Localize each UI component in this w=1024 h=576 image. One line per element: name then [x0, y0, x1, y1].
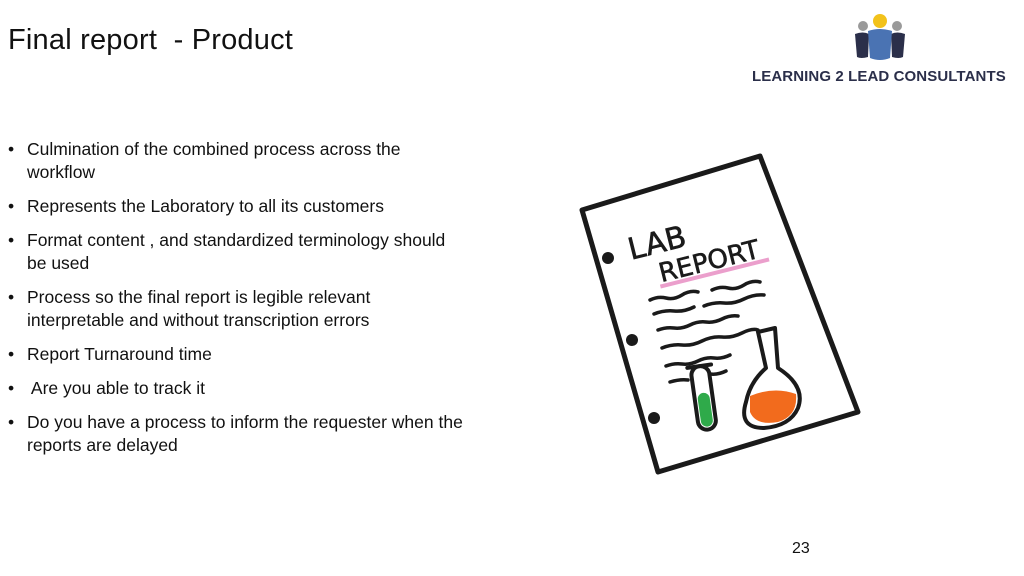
logo-text: LEARNING 2 LEAD CONSULTANTS: [752, 68, 1006, 85]
list-item: •Process so the final report is legible …: [8, 287, 371, 330]
bullet-text: Culmination of the combined process acro…: [27, 139, 401, 182]
slide-title: Final report - Product: [8, 24, 294, 56]
list-item: •Format content , and standardized termi…: [8, 230, 446, 273]
bullet-list: •Culmination of the combined process acr…: [6, 138, 466, 468]
list-item: • Are you able to track it: [8, 378, 206, 398]
lab-report-icon: LAB REPORT: [579, 153, 861, 475]
bullet-text: Format content , and standardized termin…: [27, 230, 446, 273]
bullet-text: Are you able to track it: [27, 378, 206, 398]
list-item: •Culmination of the combined process acr…: [8, 139, 401, 182]
lab-report-illustration: LAB REPORT: [570, 150, 870, 495]
bullet-text: Process so the final report is legible r…: [27, 287, 371, 330]
page-number: 23: [792, 540, 810, 557]
list-item: •Report Turnaround time: [8, 344, 212, 364]
bullet-text: Do you have a process to inform the requ…: [27, 412, 463, 455]
bullet-text: Represents the Laboratory to all its cus…: [27, 196, 384, 216]
bullet-text: Report Turnaround time: [27, 344, 212, 364]
team-people-icon: [855, 14, 905, 60]
list-item: •Represents the Laboratory to all its cu…: [8, 196, 384, 216]
list-item: •Do you have a process to inform the req…: [8, 412, 463, 455]
company-logo: LEARNING 2 LEAD CONSULTANTS: [752, 12, 1012, 92]
